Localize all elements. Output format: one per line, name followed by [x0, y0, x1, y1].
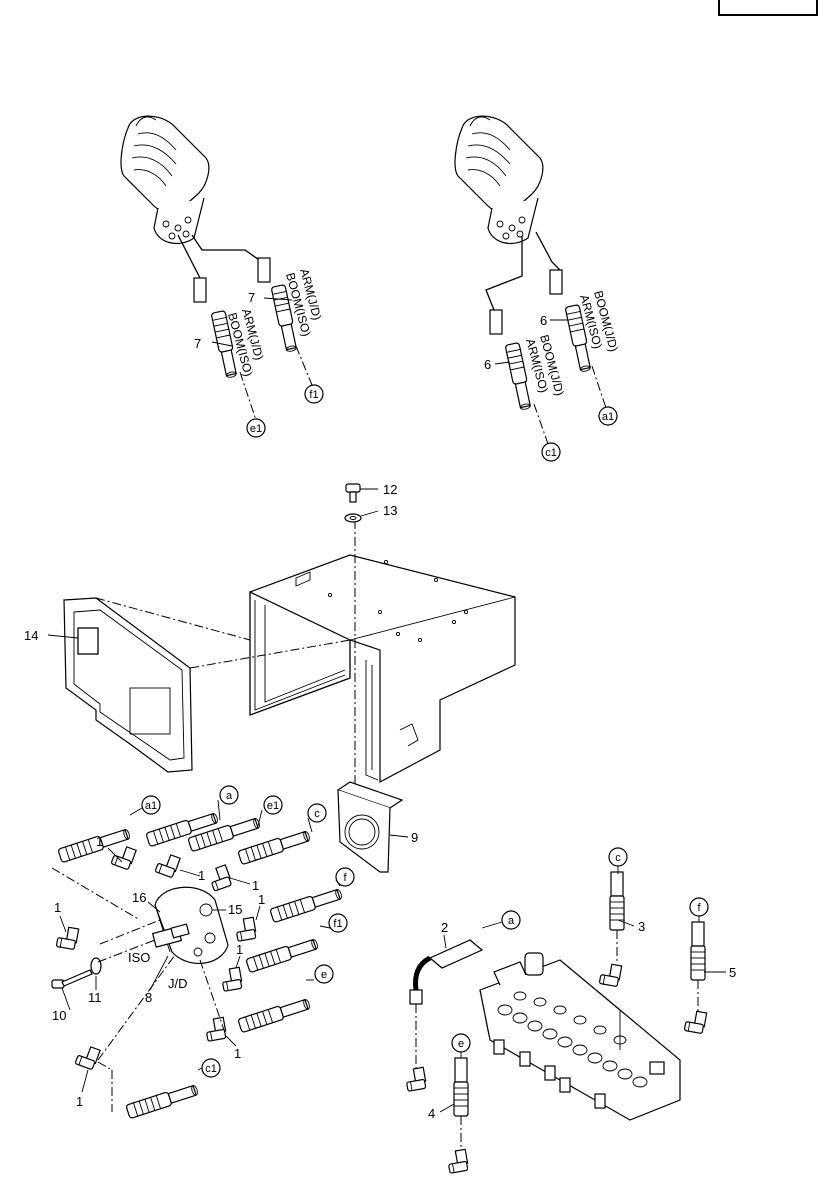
hose-5: [690, 921, 706, 981]
svg-text:c1: c1: [205, 1063, 217, 1075]
right-joystick-assembly: [454, 115, 607, 445]
svg-text:e: e: [321, 969, 327, 981]
elbow-1h: [74, 1043, 101, 1071]
cover-panel: [63, 597, 351, 773]
elbow-1c: [206, 864, 234, 892]
label-part-1-b: 1: [198, 868, 205, 883]
svg-text:e: e: [458, 1038, 464, 1050]
elbow-1g: [55, 925, 80, 951]
connector-c1-lower: c1: [201, 1058, 221, 1078]
label-part-1-d: 1: [258, 892, 265, 907]
label-part-8: 8: [145, 990, 152, 1005]
connector-e-valve: e: [451, 1033, 471, 1053]
label-part-13: 13: [383, 503, 397, 518]
svg-text:f: f: [343, 872, 347, 884]
hose-to-c: [237, 828, 312, 866]
connector-c-valve: c: [608, 847, 628, 867]
elbow-1a: [110, 843, 137, 871]
svg-text:a1: a1: [602, 411, 614, 423]
label-part-1-e: 1: [236, 942, 243, 957]
label-part-1-c: 1: [252, 878, 259, 893]
svg-text:f: f: [697, 902, 701, 914]
label-part-1-a: 1: [96, 834, 103, 849]
label-part-7-upper: 7: [248, 290, 255, 305]
left-joystick-assembly: [120, 115, 313, 421]
label-iso: ISO: [128, 950, 150, 965]
elbow-hose-4: [445, 1148, 470, 1174]
elbow-1e: [219, 966, 244, 992]
connector-f-lower: f: [335, 867, 355, 887]
connector-a-valve: a: [501, 910, 521, 930]
label-part-16: 16: [132, 890, 146, 905]
panel-window: [77, 627, 99, 655]
label-jd: J/D: [168, 976, 188, 991]
label-part-7-lower: 7: [194, 336, 201, 351]
hose-to-c1: [125, 1082, 200, 1120]
label-part-1-h: 1: [76, 1094, 83, 1109]
svg-text:a: a: [226, 790, 233, 802]
label-part-6-upper: 6: [540, 313, 547, 328]
svg-text:a: a: [508, 915, 515, 927]
bracket-9: [336, 520, 404, 873]
washer-13: [344, 513, 362, 523]
connector-c-lower: c: [307, 803, 327, 823]
svg-text:e1: e1: [267, 800, 279, 812]
connector-e1-lower: e1: [263, 795, 283, 815]
label-part-1-g: 1: [54, 900, 61, 915]
connector-f1-upper: f1: [304, 384, 324, 404]
label-part-6-lower: 6: [484, 357, 491, 372]
hose-to-e: [237, 996, 312, 1034]
page-number-box: [718, 0, 818, 16]
elbow-valve-left: [403, 1066, 428, 1092]
svg-text:e1: e1: [250, 423, 262, 435]
washer-11: [90, 957, 102, 975]
elbow-hose-5: [683, 1009, 708, 1035]
connector-f-valve: f: [689, 897, 709, 917]
svg-text:c: c: [314, 808, 320, 820]
bolt-12: [345, 483, 361, 503]
connector-e-lower: e: [314, 964, 334, 984]
right-joystick-icon: [454, 115, 544, 245]
svg-text:a1: a1: [145, 800, 157, 812]
label-part-4: 4: [428, 1106, 435, 1121]
connector-a1-lower: a1: [141, 795, 161, 815]
label-part-11: 11: [88, 990, 102, 1005]
distribution-block: [151, 886, 229, 965]
control-valve: [479, 952, 681, 1121]
left-joystick-icon: [120, 115, 210, 245]
connector-e1-upper: e1: [246, 418, 266, 438]
connector-a-lower: a: [219, 785, 239, 805]
svg-text:f1: f1: [309, 389, 318, 401]
hose-to-f1: [245, 936, 320, 974]
svg-text:f1: f1: [333, 918, 342, 930]
elbow-1d: [233, 916, 258, 942]
connector-f1-lower: f1: [328, 913, 348, 933]
svg-text:c1: c1: [545, 447, 557, 459]
label-part-9: 9: [411, 830, 418, 845]
label-part-10: 10: [52, 1008, 66, 1023]
label-part-2: 2: [441, 920, 448, 935]
connector-c1-upper: c1: [541, 442, 561, 462]
hose-4: [453, 1057, 469, 1117]
label-part-1-f: 1: [234, 1046, 241, 1061]
label-part-14: 14: [24, 628, 38, 643]
hose-2: [409, 939, 484, 1005]
label-part-5: 5: [729, 965, 736, 980]
label-part-15: 15: [228, 902, 242, 917]
elbow-hose-3: [598, 962, 623, 988]
mounting-box: [248, 554, 516, 783]
bolt-10: [51, 969, 93, 989]
label-part-12: 12: [383, 482, 397, 497]
elbow-1b: [154, 851, 181, 879]
svg-text:c: c: [615, 852, 621, 864]
label-part-3: 3: [638, 919, 645, 934]
connector-a1-upper: a1: [598, 406, 618, 426]
